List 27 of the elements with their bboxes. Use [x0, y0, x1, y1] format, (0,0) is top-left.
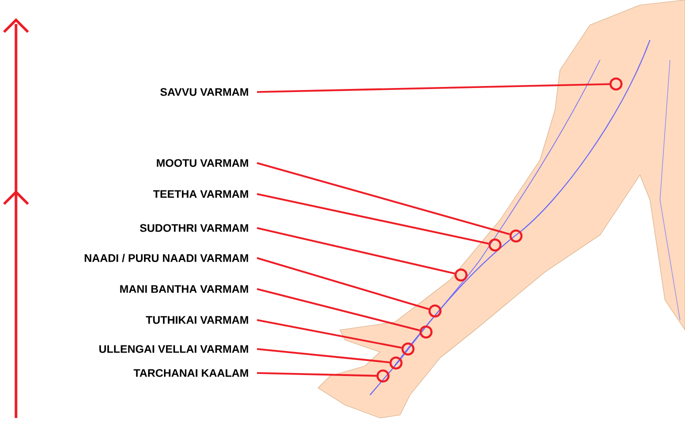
- leader-line: [256, 319, 402, 349]
- point-label: TARCHANAI KAALAM: [134, 369, 248, 377]
- point-marker: [376, 370, 390, 382]
- leader-line: [256, 83, 610, 93]
- point-label: TUTHIKAI VARMAM: [146, 316, 248, 324]
- point-marker: [454, 268, 468, 282]
- point-marker: [488, 238, 502, 252]
- point-marker: [610, 78, 622, 90]
- leader-line: [256, 348, 390, 364]
- leader-line: [256, 193, 489, 245]
- leader-line: [256, 257, 430, 310]
- point-label: SUDOTHRI VARMAM: [140, 224, 248, 232]
- point-label: MOOTU VARMAM: [156, 159, 248, 167]
- point-marker: [510, 230, 522, 242]
- point-label: NAADI / PURU NAADI VARMAM: [84, 254, 248, 262]
- leader-line: [256, 227, 455, 274]
- point-marker: [402, 342, 414, 356]
- point-label: ULLENGAI VELLAI VARMAM: [99, 345, 248, 353]
- leader-line: [256, 162, 510, 236]
- leader-line: [256, 372, 377, 377]
- point-marker: [428, 304, 442, 318]
- point-label: TEETHA VARMAM: [153, 190, 248, 198]
- point-label: SAVVU VARMAM: [160, 88, 248, 96]
- leader-line: [256, 288, 420, 332]
- point-marker: [420, 326, 432, 338]
- point-marker: [390, 356, 402, 370]
- point-label: MANI BANTHA VARMAM: [120, 285, 248, 293]
